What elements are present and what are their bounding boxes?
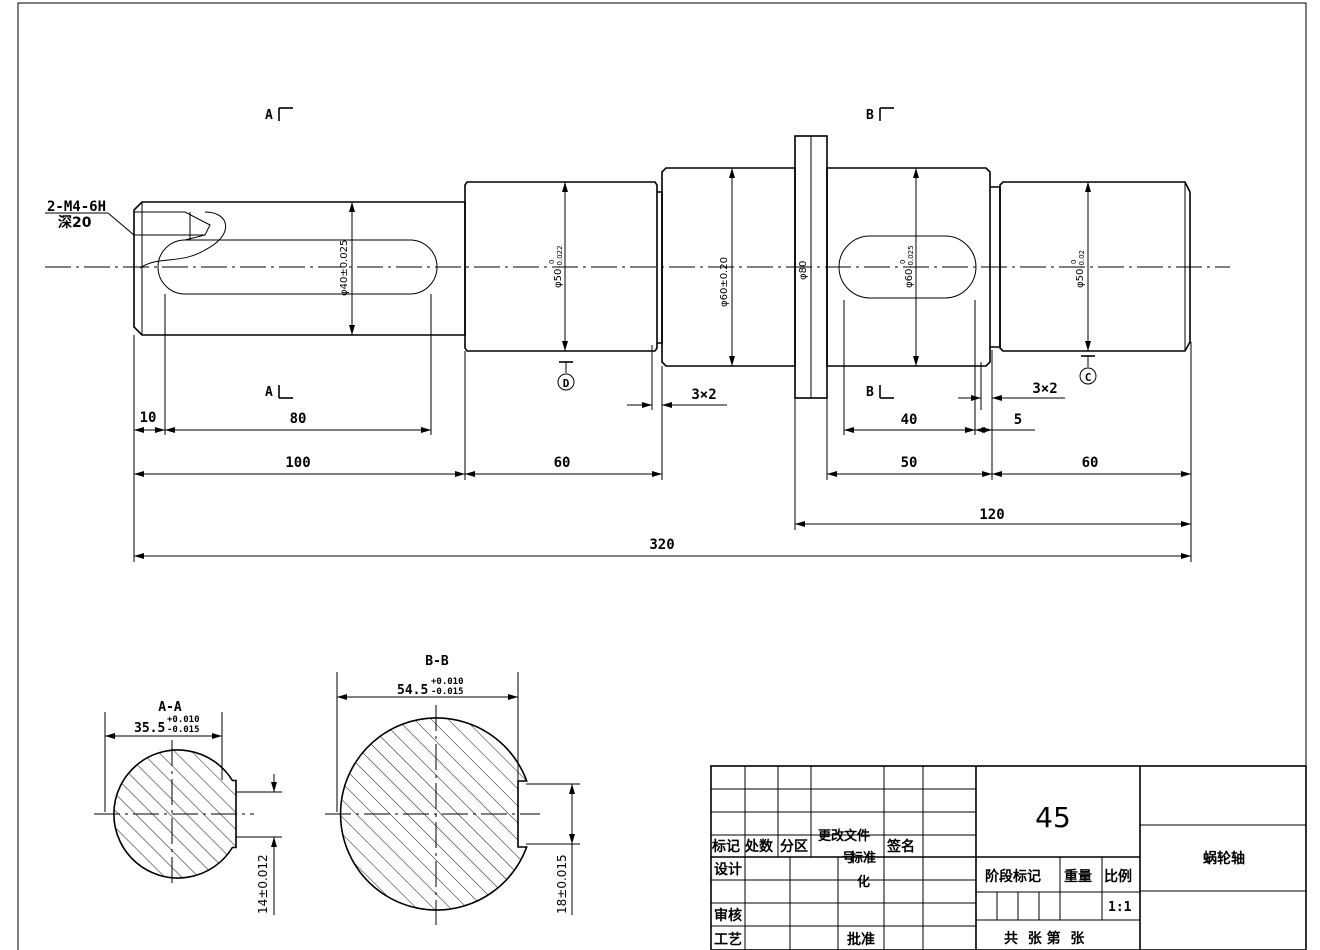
dim-50: 50 xyxy=(901,455,918,471)
bb-tol-minus: -0.015 xyxy=(431,687,464,697)
dim-100: 100 xyxy=(285,455,310,471)
tb-standard-1: 标准 xyxy=(849,850,876,866)
aa-tol-minus: -0.015 xyxy=(167,725,200,735)
tb-scale: 比例 xyxy=(1104,868,1132,885)
tol-zero-2: 0 xyxy=(899,260,907,264)
tb-sheets: 共 张 第 张 xyxy=(1004,930,1085,947)
aa-title: A-A xyxy=(158,700,182,715)
aa-tol-plus: +0.010 xyxy=(167,715,200,725)
tb-part-name: 蜗轮轴 xyxy=(1203,850,1245,867)
bb-tol-plus: +0.010 xyxy=(431,677,464,687)
dim-phi80: φ80 xyxy=(798,261,809,280)
tb-weight: 重量 xyxy=(1064,868,1092,885)
tb-review: 审核 xyxy=(714,907,742,924)
dim-phi50-right: φ50 xyxy=(1075,269,1086,288)
dim-60-left: 60 xyxy=(554,455,571,471)
tb-scale-value: 1:1 xyxy=(1108,900,1132,915)
tol-022: -0.022 xyxy=(556,245,564,268)
dim-320: 320 xyxy=(649,537,674,553)
section-b-bottom: B xyxy=(866,385,874,400)
dim-40: 40 xyxy=(901,412,918,428)
tb-change-doc-2: 号 xyxy=(842,851,855,866)
tol-zero-3: 0 xyxy=(1070,260,1078,264)
dim-120: 120 xyxy=(979,507,1004,523)
bb-width: 54.5 xyxy=(397,683,428,698)
tb-count: 处数 xyxy=(744,838,774,855)
thread-note: 2-M4-6H xyxy=(47,199,106,215)
dim-phi40: φ40±0.025 xyxy=(339,240,350,296)
section-a-bottom: A xyxy=(265,385,273,400)
section-a-top: A xyxy=(265,108,273,123)
chamfer-left: 3×2 xyxy=(691,387,716,403)
tb-material: 45 xyxy=(1035,801,1071,834)
thread-depth: 深20 xyxy=(58,214,92,231)
tb-signature: 签名 xyxy=(886,838,915,855)
aa-key-dim: 14±0.012 xyxy=(256,854,270,914)
title-block: 标记 处数 分区 更改文件 号 签名 设计 标准 化 审核 工艺 批准 45 阶… xyxy=(710,765,1307,950)
sheet-border xyxy=(17,2,1307,950)
datum-d: D xyxy=(563,377,570,390)
tb-stage-mark: 阶段标记 xyxy=(985,868,1041,885)
chamfer-right: 3×2 xyxy=(1032,381,1057,397)
tol-zero-1: 0 xyxy=(548,260,556,264)
bb-key-dim: 18±0.015 xyxy=(555,854,569,914)
dim-phi50-left: φ50 xyxy=(553,269,564,288)
tb-process: 工艺 xyxy=(714,931,742,948)
shaft-view: A A B B 2-M4-6H 深20 φ40±0.025 φ50 0 -0.0… xyxy=(45,107,1230,562)
dim-80: 80 xyxy=(290,411,307,427)
tb-standard-2: 化 xyxy=(857,874,870,890)
datum-c: C xyxy=(1085,371,1092,384)
section-aa: A-A 35.5 +0.010 -0.015 14±0.012 xyxy=(94,700,282,915)
tol-025: -0.025 xyxy=(907,245,915,268)
dim-phi60-mid: φ60±0.20 xyxy=(719,257,730,307)
tb-zone: 分区 xyxy=(780,839,808,855)
dim-phi60-key: φ60 xyxy=(904,269,915,288)
tb-approve: 批准 xyxy=(847,931,875,948)
dim-10: 10 xyxy=(140,410,157,426)
tb-mark: 标记 xyxy=(711,838,740,855)
tb-design: 设计 xyxy=(714,861,742,878)
dim-5: 5 xyxy=(1014,412,1022,428)
tb-change-doc-1: 更改文件 xyxy=(818,828,870,844)
bb-title: B-B xyxy=(425,654,449,669)
section-bb: B-B 54.5 +0.010 -0.015 18±0.015 xyxy=(325,654,580,925)
section-b-top: B xyxy=(866,108,874,123)
dim-60-right: 60 xyxy=(1082,455,1099,471)
aa-width: 35.5 xyxy=(134,721,165,736)
tol-02: -0.02 xyxy=(1078,250,1086,268)
